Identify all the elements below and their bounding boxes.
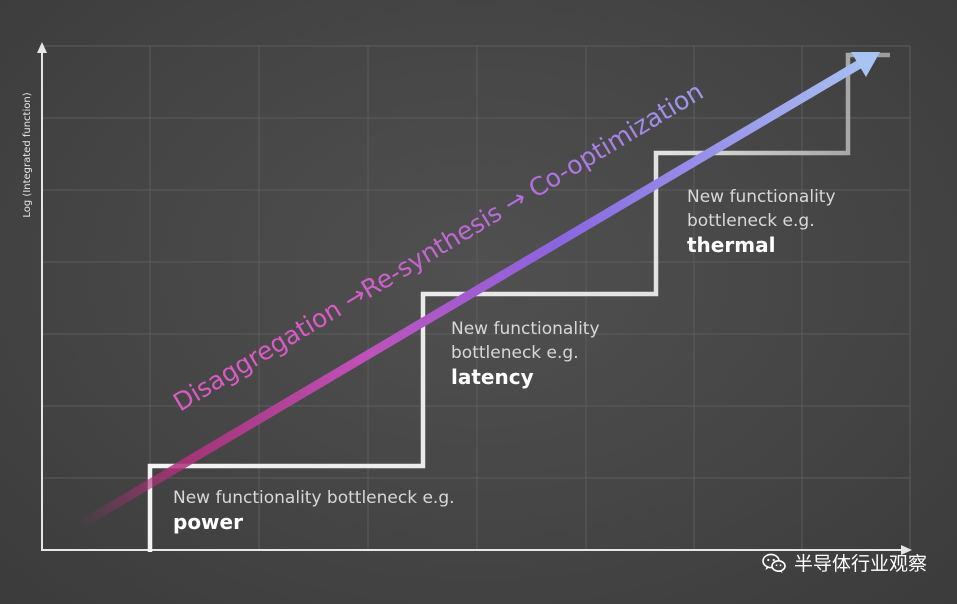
arrow-label: Disaggregation →Re-synthesis → Co-optimi… — [168, 77, 708, 417]
progress-arrow-head — [851, 52, 880, 77]
step-note-thermal: New functionality bottleneck e.g. therma… — [687, 187, 836, 257]
step-note-caption: bottleneck e.g. — [451, 343, 579, 363]
step-note-caption: New functionality — [451, 319, 600, 339]
step-note-bottleneck: thermal — [687, 233, 775, 257]
y-axis-label: Log (Integrated function) — [22, 92, 33, 217]
progress-arrow-shaft — [75, 60, 863, 530]
axes: Log (Integrated function) — [22, 42, 912, 555]
capability-staircase — [147, 52, 890, 552]
x-axis-arrowhead — [901, 545, 912, 555]
step-note-bottleneck: power — [173, 510, 243, 534]
wechat-icon — [762, 553, 786, 573]
step-note-caption: New functionality — [687, 187, 836, 207]
watermark: 半导体行业观察 — [762, 549, 927, 576]
grid — [42, 45, 911, 550]
step-note-power: New functionality bottleneck e.g. power — [173, 488, 455, 534]
step-note-latency: New functionality bottleneck e.g. latenc… — [451, 319, 600, 389]
step-note-caption: New functionality bottleneck e.g. — [173, 488, 455, 508]
step-note-caption: bottleneck e.g. — [687, 211, 815, 231]
progress-arrow — [75, 52, 880, 530]
y-axis-arrowhead — [37, 42, 47, 53]
watermark-text: 半导体行业观察 — [793, 553, 927, 575]
step-note-bottleneck: latency — [451, 365, 534, 389]
